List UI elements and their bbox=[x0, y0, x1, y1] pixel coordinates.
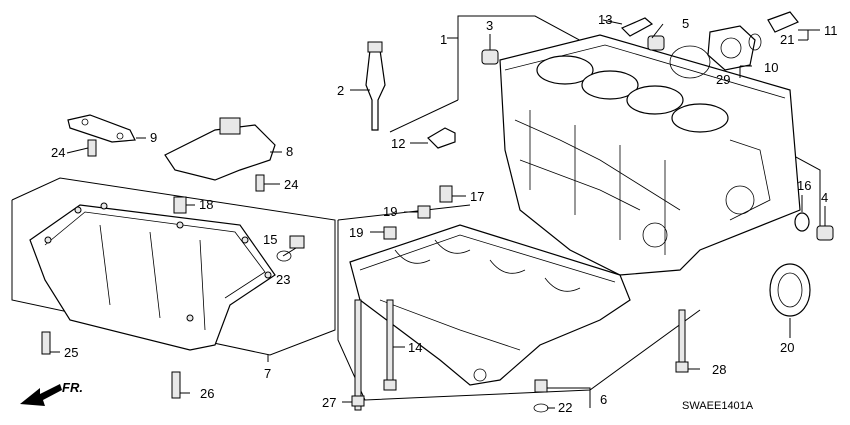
cylinder-block bbox=[499, 34, 801, 276]
callout-24a: 24 bbox=[51, 145, 65, 160]
callout-20: 20 bbox=[780, 340, 794, 355]
callout-13: 13 bbox=[598, 12, 612, 27]
callout-21: 21 bbox=[780, 32, 794, 47]
callout-6: 6 bbox=[600, 392, 607, 407]
callout-25: 25 bbox=[64, 345, 78, 360]
callout-8: 8 bbox=[286, 144, 293, 159]
callout-27: 27 bbox=[322, 395, 336, 410]
baffle-plate bbox=[164, 117, 276, 181]
figure-code: SWAEE1401A bbox=[682, 400, 754, 412]
callout-16: 16 bbox=[797, 178, 811, 193]
callout-1: 1 bbox=[440, 32, 447, 47]
leader-lines bbox=[50, 19, 826, 409]
callout-28: 28 bbox=[712, 362, 726, 377]
callout-24b: 24 bbox=[284, 177, 298, 192]
front-arrow-icon bbox=[20, 384, 62, 406]
callout-10: 10 bbox=[764, 60, 778, 75]
bolts bbox=[41, 139, 689, 411]
dipstick bbox=[365, 41, 386, 131]
callout-15: 15 bbox=[263, 232, 277, 247]
callout-4: 4 bbox=[821, 190, 828, 205]
callout-19b: 19 bbox=[349, 225, 363, 240]
callout-7: 7 bbox=[264, 366, 271, 381]
callout-11: 11 bbox=[824, 23, 838, 38]
callout-22: 22 bbox=[558, 400, 572, 415]
callout-9: 9 bbox=[150, 130, 157, 145]
callout-26: 26 bbox=[200, 386, 214, 401]
small-parts bbox=[173, 11, 834, 413]
callout-18: 18 bbox=[199, 197, 213, 212]
callout-29: 29 bbox=[716, 72, 730, 87]
bracket bbox=[67, 114, 136, 143]
callout-3: 3 bbox=[486, 18, 493, 33]
callout-17: 17 bbox=[470, 189, 484, 204]
callouts: 1 2 3 4 5 6 7 8 9 10 11 12 13 14 15 16 1… bbox=[51, 12, 838, 415]
callout-19a: 19 bbox=[383, 204, 397, 219]
lower-block bbox=[349, 224, 631, 386]
callout-14: 14 bbox=[408, 340, 422, 355]
oil-pan bbox=[29, 202, 276, 351]
callout-23: 23 bbox=[276, 272, 290, 287]
direction-label: FR. bbox=[62, 380, 83, 395]
callout-12: 12 bbox=[391, 136, 405, 151]
callout-2: 2 bbox=[337, 83, 344, 98]
callout-5: 5 bbox=[682, 16, 689, 31]
